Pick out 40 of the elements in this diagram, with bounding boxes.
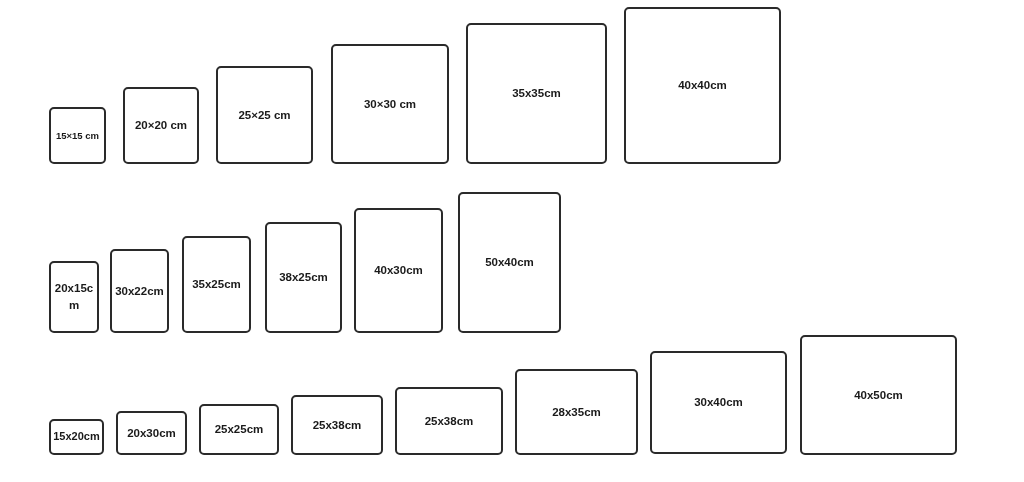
size-label: 35x25cm [192, 277, 241, 293]
size-label: 30×30 cm [363, 96, 417, 112]
size-outline-box [182, 236, 251, 333]
size-outline-box [624, 7, 781, 164]
size-outline-box [265, 222, 342, 333]
size-outline-box [466, 23, 607, 164]
size-label: 25x38cm [312, 417, 362, 433]
size-outline-box [650, 351, 787, 454]
size-outline-box [49, 107, 106, 164]
size-label: 25x38cm [424, 413, 474, 429]
size-outline-box [458, 192, 561, 333]
size-outline-box [123, 87, 199, 164]
size-outline-box [110, 249, 169, 333]
size-label: 20x30cm [127, 425, 176, 441]
size-label: 38x25cm [279, 270, 328, 286]
size-label: 30x40cm [694, 395, 743, 411]
size-outline-box [331, 44, 449, 164]
size-label: 20×20 cm [134, 118, 188, 134]
size-label: 40x30cm [374, 263, 423, 279]
size-outline-box [800, 335, 957, 455]
size-outline-box [291, 395, 383, 455]
size-label: 25x25cm [214, 422, 264, 438]
size-outline-box [49, 261, 99, 333]
size-outline-box [116, 411, 187, 455]
size-outline-box [354, 208, 443, 333]
size-label: 50x40cm [485, 255, 534, 271]
size-label: 25×25 cm [238, 107, 291, 123]
size-outline-box [395, 387, 503, 455]
size-label: 15×15 cm [55, 128, 100, 143]
size-outline-box [515, 369, 638, 455]
size-outline-box [216, 66, 313, 164]
size-outline-box [49, 419, 104, 455]
size-label: 35x35cm [512, 86, 561, 102]
size-label: 30x22cm [115, 283, 164, 299]
size-label: 40x50cm [854, 387, 903, 403]
size-label: 28x35cm [552, 404, 601, 420]
size-label: 40x40cm [678, 78, 727, 94]
size-label: 15x20cm [53, 429, 100, 445]
size-outline-box [199, 404, 279, 455]
size-label: 20x15cm [53, 281, 95, 313]
